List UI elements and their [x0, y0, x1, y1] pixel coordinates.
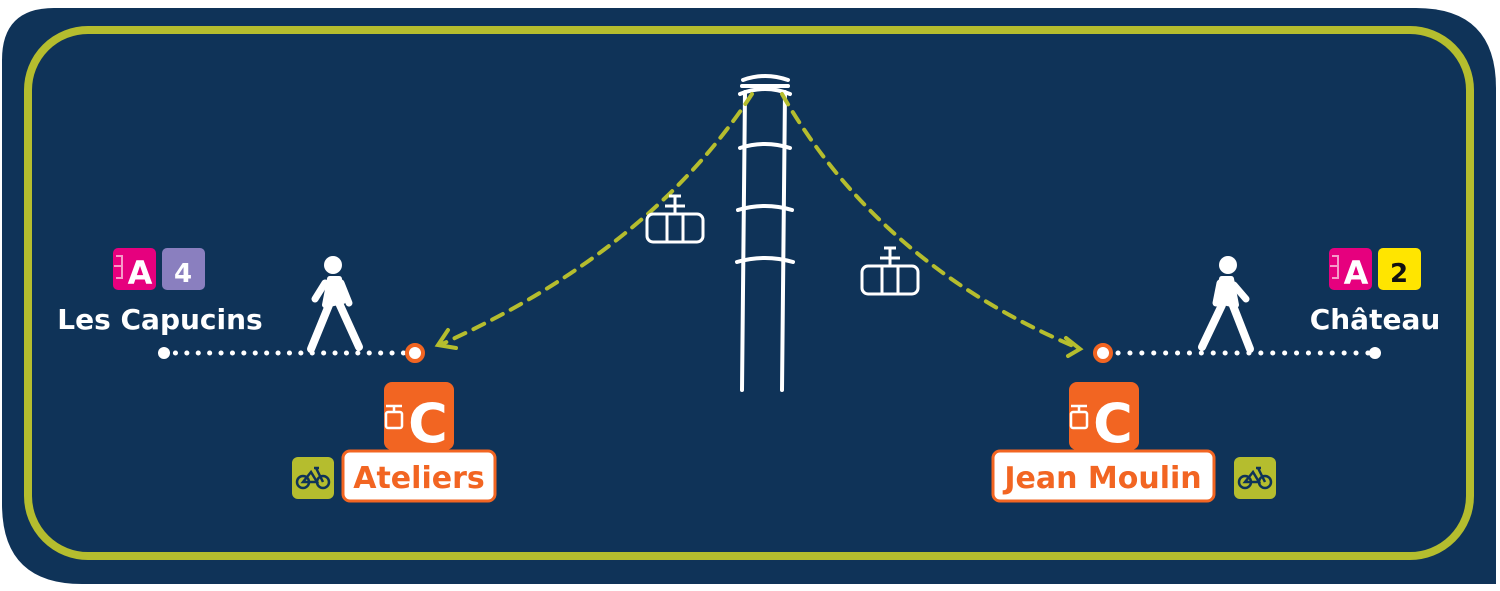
gondola-icon [1069, 404, 1089, 430]
station-jean-moulin: C Jean Moulin [991, 382, 1276, 503]
station-name-box [341, 449, 497, 503]
tram-line-label: A [1344, 254, 1369, 292]
walking-path-right [1093, 343, 1381, 363]
station-name-box [991, 449, 1216, 503]
tram-icon [1330, 255, 1339, 279]
gondola-icon [860, 246, 920, 296]
pedestrian-icon [1198, 256, 1254, 353]
bus-line-badge [1378, 248, 1421, 290]
tram-line-label: A [128, 254, 153, 292]
bus-line-label: 2 [1390, 259, 1408, 289]
station-name: Ateliers [353, 461, 484, 496]
walking-path-left [158, 343, 425, 363]
station-name: Jean Moulin [1002, 461, 1201, 496]
bus-line-badge [162, 248, 205, 290]
arrow-right-icon [1064, 336, 1084, 358]
border-frame [24, 26, 1474, 560]
line-c-label: C [1093, 392, 1133, 455]
station-chateau: A 2 Château [1310, 248, 1441, 336]
line-c-badge [1069, 382, 1139, 450]
line-c-badge [384, 382, 454, 450]
cable-line [440, 92, 1080, 350]
station-ateliers: C Ateliers [292, 382, 497, 503]
station-les-capucins: A 4 Les Capucins [57, 248, 263, 336]
station-name: Château [1310, 303, 1441, 336]
bike-icon [1237, 466, 1273, 490]
station-node-ateliers [405, 343, 425, 363]
pylon-tower [735, 74, 795, 392]
gondola-icon [384, 404, 404, 430]
gondola-icon [645, 194, 705, 244]
station-name: Les Capucins [57, 303, 262, 336]
tram-icon [114, 255, 123, 279]
tram-line-badge [1329, 248, 1372, 290]
tram-line-badge [113, 248, 156, 290]
line-c-label: C [408, 392, 448, 455]
bike-icon [295, 466, 331, 490]
pedestrian-icon [307, 256, 363, 353]
bus-line-label: 4 [174, 259, 192, 289]
station-node-jean-moulin [1093, 343, 1113, 363]
arrow-left-icon [434, 328, 458, 350]
